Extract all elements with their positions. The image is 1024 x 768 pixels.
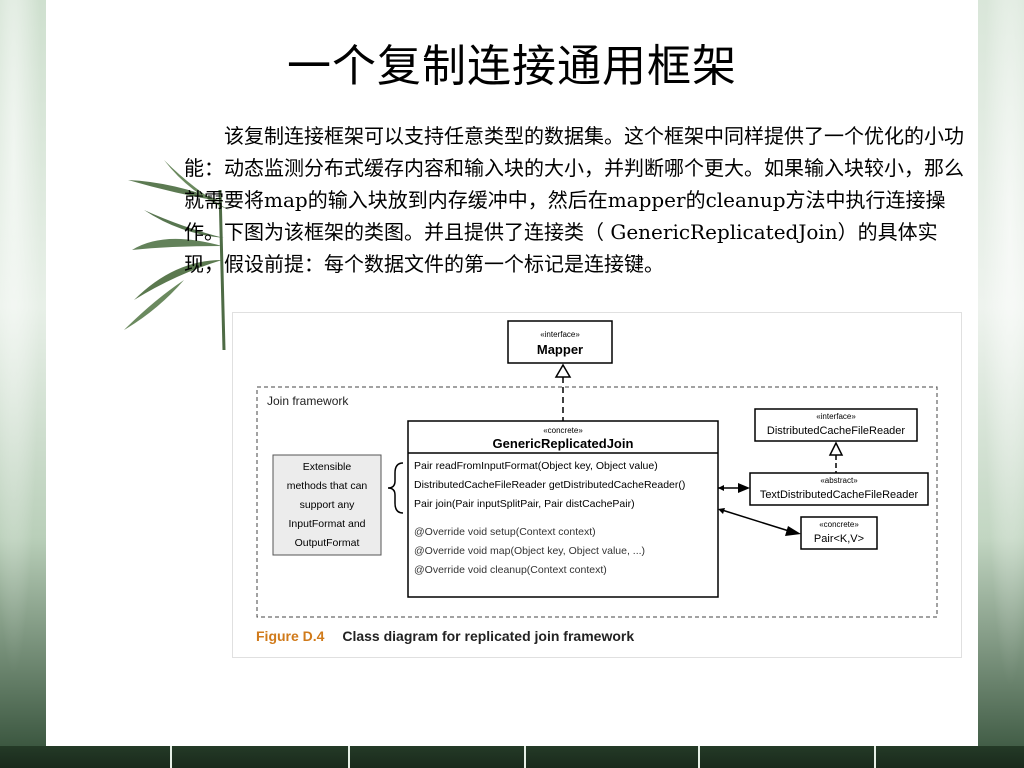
caption-text: Class diagram for replicated join framew…: [342, 628, 635, 644]
brace: [387, 462, 404, 514]
svg-text:TextDistributedCacheFileReader: TextDistributedCacheFileReader: [760, 489, 919, 501]
generic-stereotype: «concrete»: [543, 426, 583, 435]
svg-text:«concrete»: «concrete»: [819, 520, 859, 529]
override-setup: @Override void setup(Context context): [414, 526, 596, 538]
right-background-strip: [978, 0, 1024, 768]
figure-number: Figure D.4: [256, 628, 325, 644]
mapper-interface-box: «interface» Mapper: [507, 320, 613, 364]
bottom-background-strip: [0, 746, 1024, 768]
join-framework-frame: [256, 386, 938, 618]
mapper-name: Mapper: [537, 342, 583, 357]
text-distributed-cache-file-reader-box: «abstract» TextDistributedCacheFileReade…: [749, 472, 929, 506]
svg-text:InputFormat and: InputFormat and: [288, 518, 365, 530]
svg-text:Extensible: Extensible: [303, 461, 352, 473]
method-get-distributed-cache-reader: DistributedCacheFileReader getDistribute…: [414, 479, 685, 491]
extensible-methods-note: Extensible methods that can support any …: [272, 454, 382, 556]
override-cleanup: @Override void cleanup(Context context): [414, 564, 607, 576]
slide-title: 一个复制连接通用框架: [287, 41, 737, 92]
svg-text:OutputFormat: OutputFormat: [295, 537, 360, 549]
method-join: Pair join(Pair inputSplitPair, Pair dist…: [414, 498, 635, 510]
mapper-stereotype: «interface»: [540, 330, 580, 339]
generic-name: GenericReplicatedJoin: [493, 436, 634, 451]
slide: 一个复制连接通用框架 该复制连接框架可以支持任意类型的数据集。这个框架中同样提供…: [46, 0, 978, 746]
svg-text:«abstract»: «abstract»: [820, 476, 858, 485]
svg-text:methods that can: methods that can: [287, 480, 368, 492]
method-read-from-input-format: Pair readFromInputFormat(Object key, Obj…: [414, 460, 658, 472]
svg-text:DistributedCacheFileReader: DistributedCacheFileReader: [767, 425, 906, 437]
dependency-arrow-tdcfr: [718, 483, 750, 493]
left-background-strip: [0, 0, 46, 768]
figure-caption: Figure D.4 Class diagram for replicated …: [256, 628, 634, 644]
svg-text:Pair<K,V>: Pair<K,V>: [814, 533, 864, 545]
svg-text:«interface»: «interface»: [816, 412, 856, 421]
generic-replicated-join-box: «concrete» GenericReplicatedJoin Pair re…: [407, 420, 719, 598]
realization-arrow-dcfr: [828, 441, 844, 473]
class-diagram: «interface» Mapper Join framework «concr…: [232, 312, 962, 658]
pair-box: «concrete» Pair<K,V>: [800, 516, 878, 550]
bamboo-leaves-decoration: [124, 160, 229, 350]
realization-arrow-mapper: [554, 363, 572, 421]
distributed-cache-file-reader-box: «interface» DistributedCacheFileReader: [754, 408, 918, 442]
join-framework-label: Join framework: [267, 394, 349, 408]
svg-text:support any: support any: [300, 499, 356, 511]
override-map: @Override void map(Object key, Object va…: [414, 545, 645, 557]
dependency-arrow-pair: [718, 508, 801, 536]
body-paragraph: 该复制连接框架可以支持任意类型的数据集。这个框架中同样提供了一个优化的小功能：动…: [184, 124, 964, 276]
